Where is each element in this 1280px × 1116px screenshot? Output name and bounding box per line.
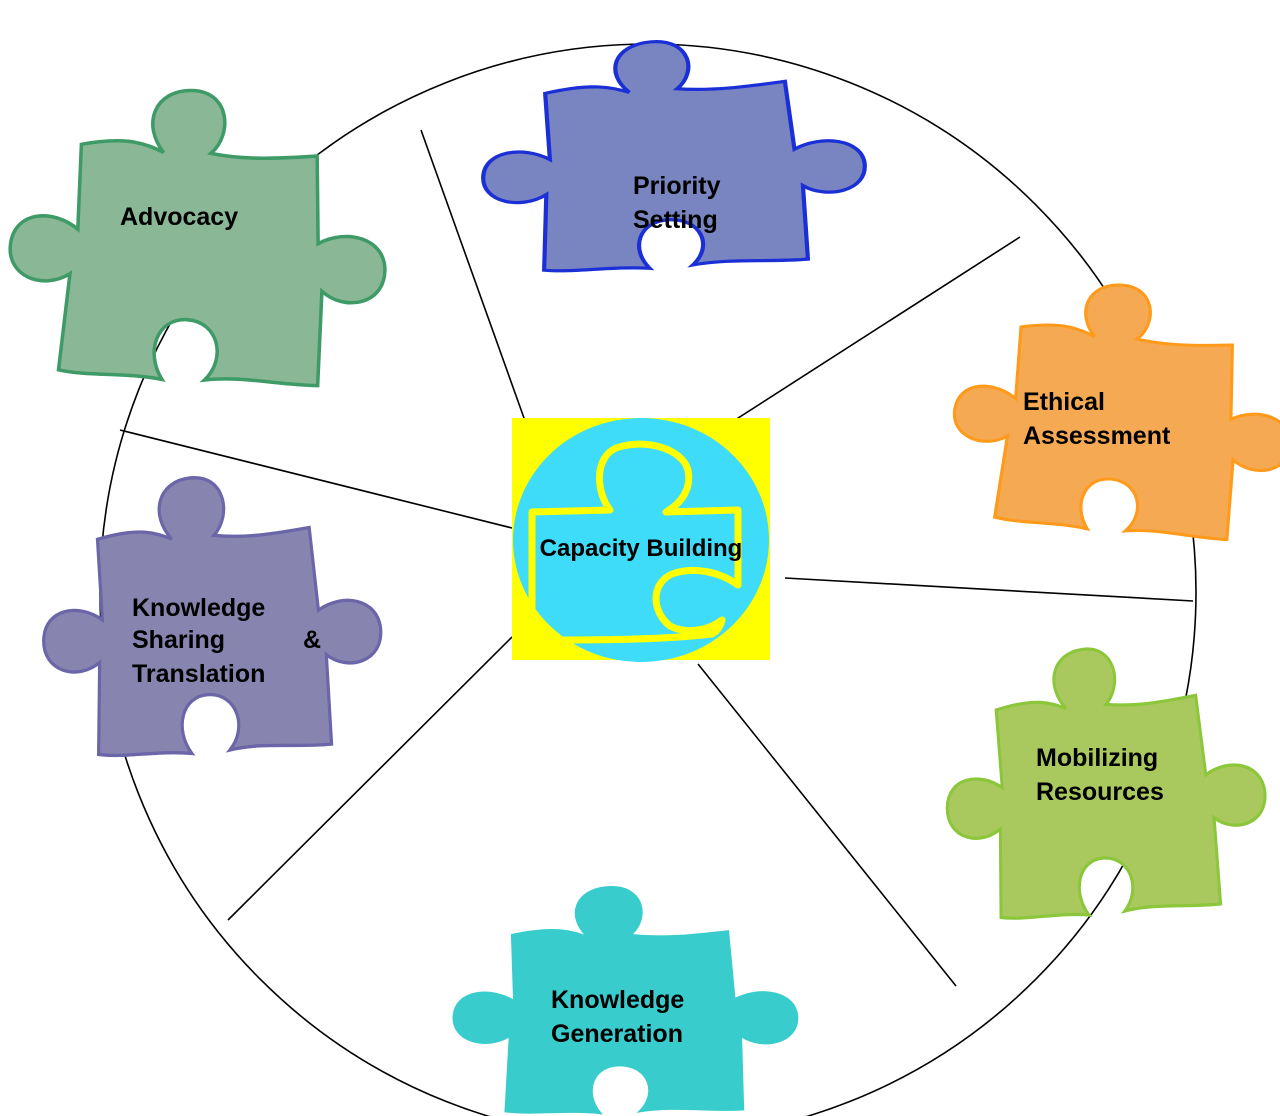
piece-labels: Advocacy Priority Setting Ethical Assess… (120, 172, 1171, 1048)
piece-label-knowledge-generation: Knowledge Generation (551, 986, 691, 1048)
spoke-line (697, 663, 957, 987)
spoke-line (420, 129, 525, 419)
center-label: Capacity Building (540, 535, 743, 562)
center-block: Capacity Building (512, 418, 770, 662)
puzzle-piece-shape (0, 76, 399, 397)
puzzle-piece-shape (479, 34, 868, 274)
piece-label-priority-setting: Priority Setting (633, 172, 727, 234)
puzzle-piece-advocacy (0, 76, 399, 397)
spoke-line (119, 429, 513, 529)
puzzle-piece-priority-setting (479, 34, 868, 274)
piece-label-mobilizing-resources: Mobilizing Resources (1036, 744, 1165, 806)
spoke-lines (119, 129, 1194, 987)
piece-label-ethical-assessment: Ethical Assessment (1023, 388, 1171, 450)
spoke-line (734, 236, 1021, 421)
spoke-line (227, 636, 513, 921)
spoke-line (784, 577, 1194, 602)
piece-label-advocacy: Advocacy (120, 203, 238, 231)
piece-label-knowledge-sharing: Knowledge Sharing & Translation (132, 594, 328, 688)
center-puzzle-outline (528, 440, 742, 644)
center-circle (513, 418, 769, 662)
